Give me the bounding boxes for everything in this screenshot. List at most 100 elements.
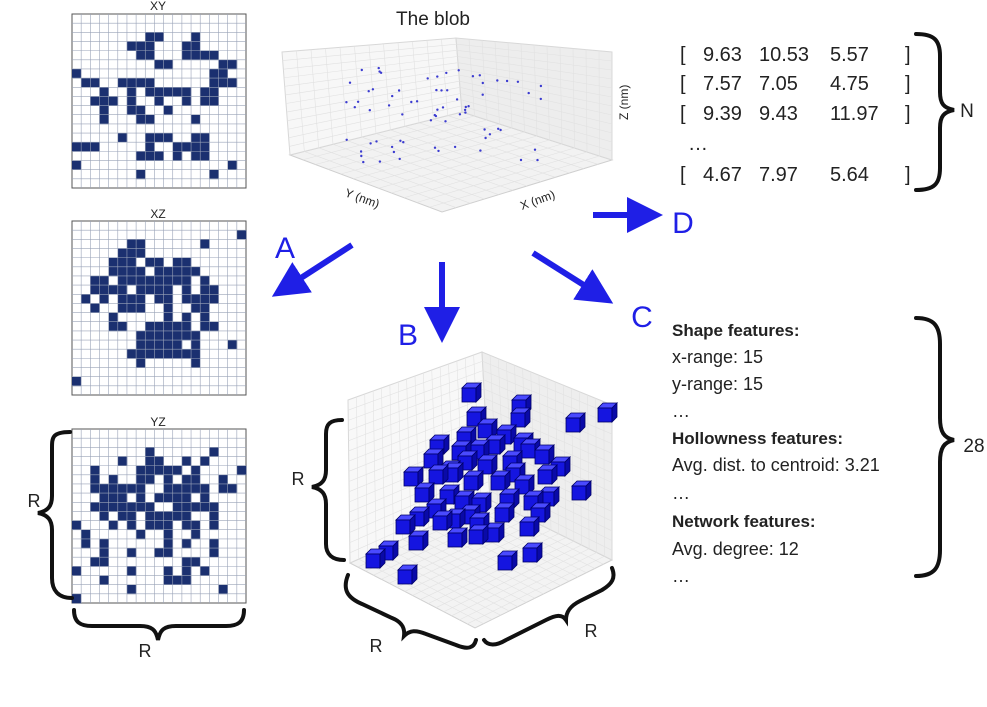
filled-cell xyxy=(90,483,100,494)
filled-cell xyxy=(163,87,174,97)
filled-cell xyxy=(126,520,137,531)
filled-cell xyxy=(117,303,128,313)
filled-cell xyxy=(191,303,201,313)
feature-avg-degree: Avg. degree: 12 xyxy=(672,539,799,559)
blob-point xyxy=(436,108,439,111)
feature-avg-dist: Avg. dist. to centroid: 3.21 xyxy=(672,455,880,475)
features-count-label: 28 xyxy=(963,436,984,457)
filled-cell xyxy=(181,566,192,576)
filled-cell xyxy=(163,566,174,576)
filled-cell xyxy=(117,493,128,503)
filled-cell xyxy=(163,520,174,531)
filled-cell xyxy=(163,349,174,359)
filled-cell xyxy=(117,275,128,286)
filled-cell xyxy=(181,321,192,332)
filled-cell xyxy=(163,340,174,350)
voxel xyxy=(537,464,558,485)
blob-point xyxy=(375,140,378,143)
matrix-cell: 9.39 xyxy=(703,103,742,125)
filled-cell xyxy=(154,465,164,476)
filled-cell xyxy=(181,275,192,286)
filled-cell xyxy=(99,285,109,295)
matrix-cell: 9.63 xyxy=(703,44,742,66)
filled-cell xyxy=(191,50,201,61)
voxel xyxy=(565,412,586,433)
matrix-cell: 4.67 xyxy=(703,164,742,186)
filled-cell xyxy=(154,87,164,97)
filled-cell xyxy=(154,493,164,503)
filled-cell xyxy=(99,294,109,304)
filled-cell xyxy=(136,465,146,476)
filled-cell xyxy=(209,321,219,332)
filled-cell xyxy=(126,257,137,268)
filled-cell xyxy=(191,266,201,277)
filled-cell xyxy=(172,330,183,341)
blob-point xyxy=(360,154,363,158)
voxel xyxy=(445,508,466,529)
voxel xyxy=(510,407,531,428)
filled-cell xyxy=(126,303,137,313)
filled-cell xyxy=(117,483,128,494)
matrix-cell: 7.97 xyxy=(759,164,798,186)
blob-point xyxy=(397,89,401,92)
blob-point xyxy=(496,79,499,82)
filled-cell xyxy=(99,114,109,125)
voxel xyxy=(414,482,435,503)
filled-cell xyxy=(108,96,119,106)
filled-cell xyxy=(209,96,219,106)
filled-cell xyxy=(209,520,219,531)
xz-title: XZ xyxy=(150,207,165,221)
filled-cell xyxy=(218,78,228,88)
filled-cell xyxy=(191,349,201,359)
filled-cell xyxy=(126,248,137,258)
filled-cell xyxy=(145,133,155,143)
filled-cell xyxy=(99,557,109,567)
filled-cell xyxy=(99,493,109,503)
blob-point xyxy=(453,145,457,149)
xz-grid xyxy=(71,220,247,396)
filled-cell xyxy=(126,275,137,286)
filled-cell xyxy=(200,303,210,313)
blob-point xyxy=(455,98,459,101)
filled-cell xyxy=(163,285,174,295)
filled-cell xyxy=(200,96,210,106)
filled-cell xyxy=(163,511,174,521)
blob-point xyxy=(367,90,370,93)
filled-cell xyxy=(181,456,192,466)
blob-point xyxy=(533,148,537,151)
filled-cell xyxy=(209,538,219,549)
filled-cell xyxy=(227,160,238,170)
filled-cell xyxy=(126,87,137,97)
filled-cell xyxy=(154,548,164,558)
voxel-left-label: R xyxy=(292,469,305,489)
filled-cell xyxy=(209,87,219,97)
filled-cell xyxy=(172,511,183,521)
blob-point xyxy=(398,157,401,161)
filled-cell xyxy=(172,465,183,476)
blob-point xyxy=(445,71,448,75)
voxel xyxy=(494,502,515,523)
filled-cell xyxy=(200,294,210,304)
filled-cell xyxy=(136,105,146,116)
blob-point xyxy=(539,97,542,101)
features-right-brace xyxy=(914,316,955,578)
filled-cell xyxy=(99,483,109,494)
filled-cell xyxy=(136,502,146,512)
yz-projection: YZ xyxy=(71,415,247,604)
filled-cell xyxy=(163,474,174,485)
blob-point xyxy=(415,100,419,103)
filled-cell xyxy=(145,114,155,125)
blob-point xyxy=(377,66,380,70)
filled-cell xyxy=(90,96,100,106)
blob-point xyxy=(536,158,539,162)
filled-cell xyxy=(145,285,155,295)
network-features-heading: Network features: xyxy=(672,512,816,531)
blob-point xyxy=(392,150,396,154)
filled-cell xyxy=(181,96,192,106)
filled-cell xyxy=(209,78,219,88)
blob-point xyxy=(402,141,405,144)
filled-cell xyxy=(191,41,201,51)
filled-cell xyxy=(145,78,155,88)
blob-point xyxy=(378,160,382,163)
filled-cell xyxy=(72,593,82,604)
